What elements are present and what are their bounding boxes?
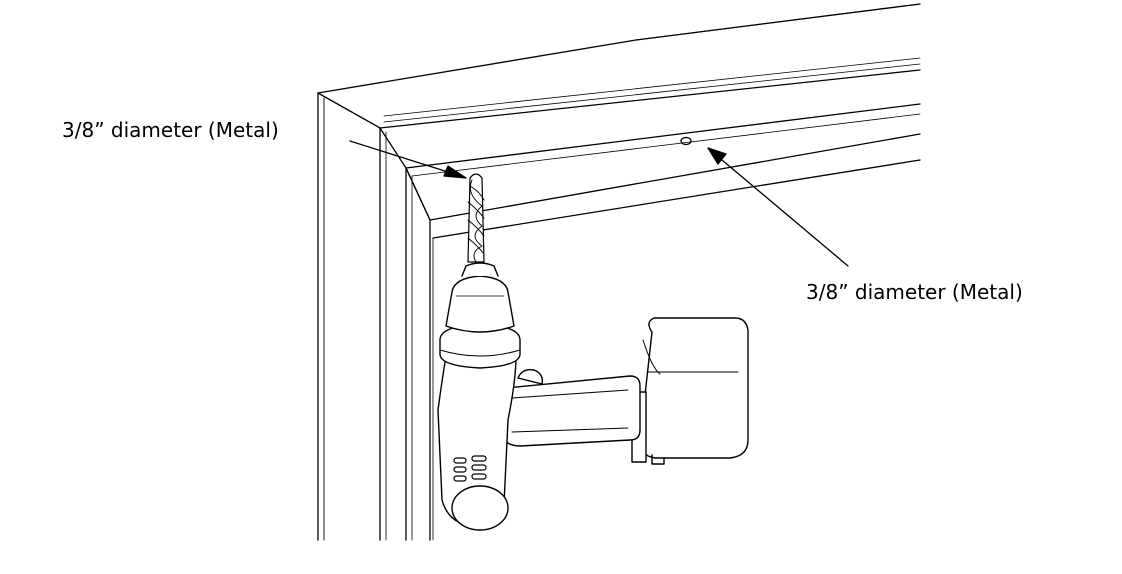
arrow-to-frame-hole — [721, 159, 849, 267]
drill-bit-callout: 3/8” diameter (Metal) — [62, 118, 279, 142]
drill-bit — [467, 173, 485, 263]
leader-arrows — [349, 140, 849, 267]
frame — [317, 3, 921, 541]
frame-hole-callout: 3/8” diameter (Metal) — [806, 280, 1023, 304]
arrow-to-drill-bit — [349, 140, 449, 173]
cordless-drill — [437, 262, 749, 531]
vent-slots — [453, 455, 487, 482]
frame-hole — [680, 136, 692, 146]
